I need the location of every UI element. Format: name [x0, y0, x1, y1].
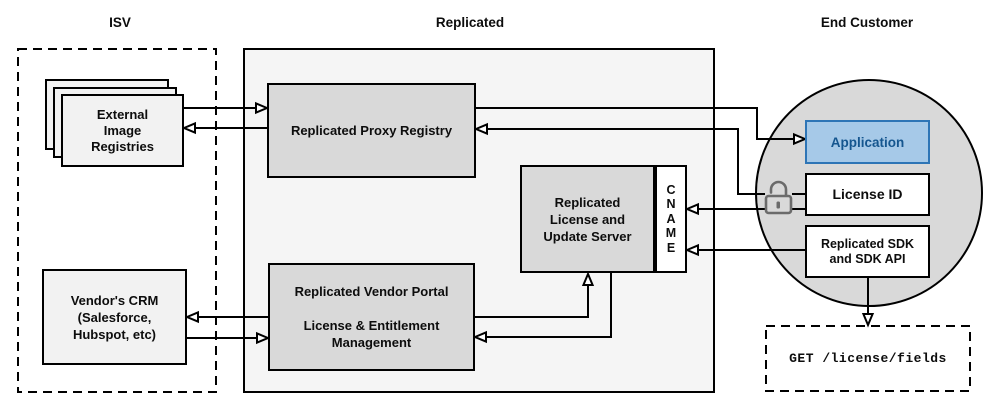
end-customer-section-title: End Customer	[820, 15, 914, 30]
cname-node: CNAME	[655, 165, 687, 273]
replicated-proxy-registry-node: Replicated Proxy Registry	[267, 83, 476, 178]
vendors-crm-node: Vendor's CRM (Salesforce, Hubspot, etc)	[42, 269, 187, 365]
isv-section-title: ISV	[109, 15, 131, 30]
replicated-vendor-portal-node: Replicated Vendor Portal License & Entit…	[268, 263, 475, 371]
license-id-node: License ID	[805, 173, 930, 216]
get-license-fields-node: GET /license/fields	[789, 351, 947, 366]
application-node: Application	[805, 120, 930, 164]
replicated-sdk-node: Replicated SDK and SDK API	[805, 225, 930, 278]
cname-label: CNAME	[665, 182, 677, 255]
replicated-license-update-server-node: Replicated License and Update Server	[520, 165, 655, 273]
external-image-registries-node: External Image Registries	[61, 94, 184, 167]
replicated-section-title: Replicated	[435, 15, 505, 30]
